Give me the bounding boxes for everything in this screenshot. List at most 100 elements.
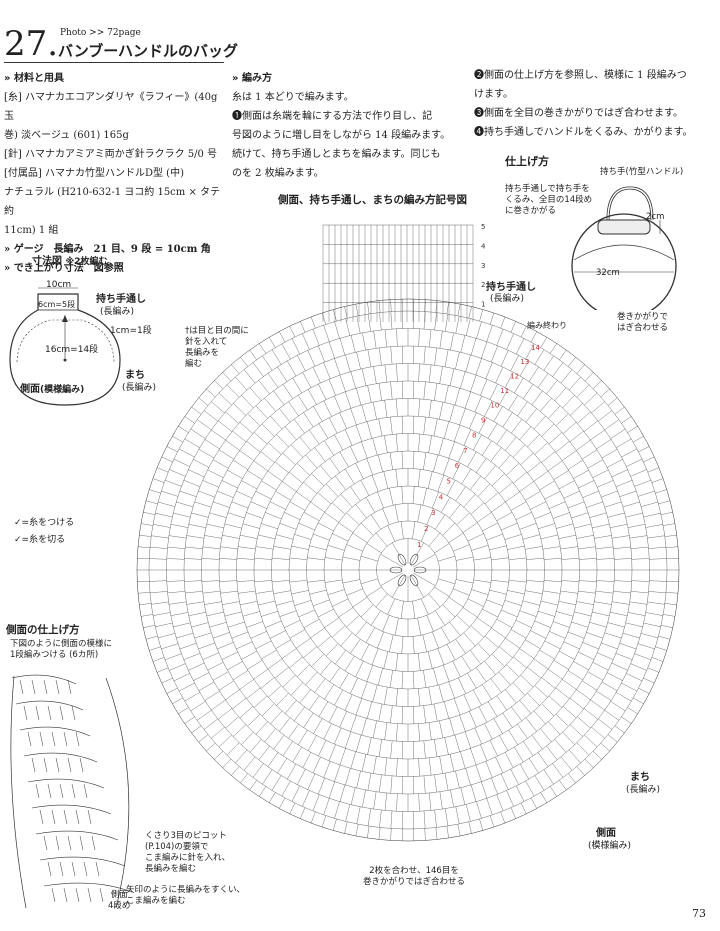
chart-stitch [371, 648, 379, 665]
chart-stitch [356, 316, 361, 334]
chart-stitch [289, 557, 308, 560]
chart-stitch [255, 590, 274, 594]
chart-stitch [317, 635, 332, 648]
chart-stitch [519, 700, 532, 714]
chart-stitch [594, 601, 612, 605]
chart-stitch [313, 533, 330, 541]
chart-stitch [197, 419, 212, 430]
chart-stitch [439, 791, 443, 810]
chart-stitch [449, 504, 461, 519]
chart-stitch [434, 739, 438, 757]
chart-stitch [453, 425, 461, 442]
chart-stitch [610, 612, 628, 616]
side-finish-tick [55, 835, 60, 851]
chart-stitch [562, 421, 577, 434]
chart-stitch [417, 504, 422, 522]
chart-stitch [342, 579, 360, 584]
dim-row1: 1cm=1段 [110, 326, 152, 336]
chart-stitch [453, 544, 470, 552]
chart-stitch [247, 660, 263, 670]
chart-stitch [496, 695, 508, 711]
chart-stitch [625, 512, 643, 518]
chart-stitch [355, 661, 364, 677]
gusset-stitch [310, 811, 316, 824]
chart-stitch [500, 350, 509, 367]
chart-stitch [630, 469, 647, 477]
chart-stitch [525, 639, 541, 649]
chart-stitch [476, 321, 482, 339]
gusset-stitch [231, 364, 240, 374]
chart-stitch [428, 593, 441, 608]
chart-stitch [475, 358, 482, 376]
chart-stitch [389, 488, 394, 506]
chart-stitch [384, 329, 387, 348]
chart-stitch [149, 580, 167, 582]
chart-stitch [505, 689, 517, 704]
chart-stitch [634, 480, 652, 487]
side-finish-tick [71, 861, 76, 877]
chart-stitch [166, 580, 185, 582]
chart-stitch [456, 615, 470, 628]
chart-stitch [372, 438, 378, 456]
side-finish-tick [51, 809, 56, 825]
gusset-stitch [137, 592, 150, 594]
chart-stitch [239, 421, 254, 434]
chart-stitch [282, 452, 296, 466]
chart-stitch [246, 687, 261, 699]
chart-stitch [442, 604, 456, 618]
chart-stitch [342, 556, 360, 561]
chart-stitch [366, 665, 373, 682]
chart-stitch [367, 737, 372, 755]
chart-stitch [459, 408, 466, 425]
howto-line: 続けて、持ち手通しとまちを編みます。同じも [232, 149, 441, 160]
gusset-stitch [157, 467, 169, 473]
side-finish-stitch [31, 804, 112, 815]
chart-stitch [586, 501, 603, 508]
chart-stitch [552, 362, 564, 377]
chart-stitch [253, 460, 269, 472]
gusset-stitch [468, 306, 472, 319]
chart-stitch [356, 351, 361, 370]
chart-stitch [473, 579, 492, 583]
chart-stitch [619, 643, 637, 650]
chart-stitch [450, 332, 454, 351]
gusset-stitch [638, 687, 650, 694]
chart-stitch [452, 661, 461, 677]
chart-stitch [444, 773, 449, 791]
chart-stitch [466, 318, 471, 336]
chart-row-number: 12 [510, 373, 519, 381]
chart-stitch [176, 501, 194, 508]
chart-stitch [323, 761, 331, 778]
chart-stitch [583, 708, 598, 720]
chart-stitch [340, 632, 353, 647]
chart-stitch [247, 470, 263, 480]
chart-stitch [648, 591, 667, 594]
chart-stitch [324, 512, 339, 523]
chart-stitch [437, 475, 445, 492]
chart-stitch [541, 423, 555, 437]
chart-stitch [375, 593, 388, 608]
chart-stitch [569, 430, 584, 442]
chart-stitch [307, 579, 325, 583]
chart-stitch [378, 739, 382, 757]
chart-stitch [597, 652, 614, 660]
chart-stitch [449, 404, 455, 422]
chart-stitch [504, 752, 514, 768]
chart-stitch [568, 376, 581, 391]
gusset-stitch [289, 802, 296, 814]
chart-stitch [325, 483, 339, 497]
gusset-stitch [198, 397, 209, 406]
gusset-stitch [446, 302, 449, 314]
chart-stitch [254, 580, 272, 582]
chart-stitch [269, 630, 286, 639]
chart-stitch [352, 597, 368, 608]
chart-stitch [261, 611, 278, 617]
gusset-stitch [520, 802, 527, 814]
chart-stitch [493, 406, 503, 422]
chart-stitch [323, 723, 332, 740]
chart-stitch [614, 558, 632, 560]
chart-stitch [621, 448, 638, 458]
chart-stitch [339, 338, 346, 356]
gusset-stitch [530, 331, 537, 343]
gusset-stitch [140, 614, 153, 617]
